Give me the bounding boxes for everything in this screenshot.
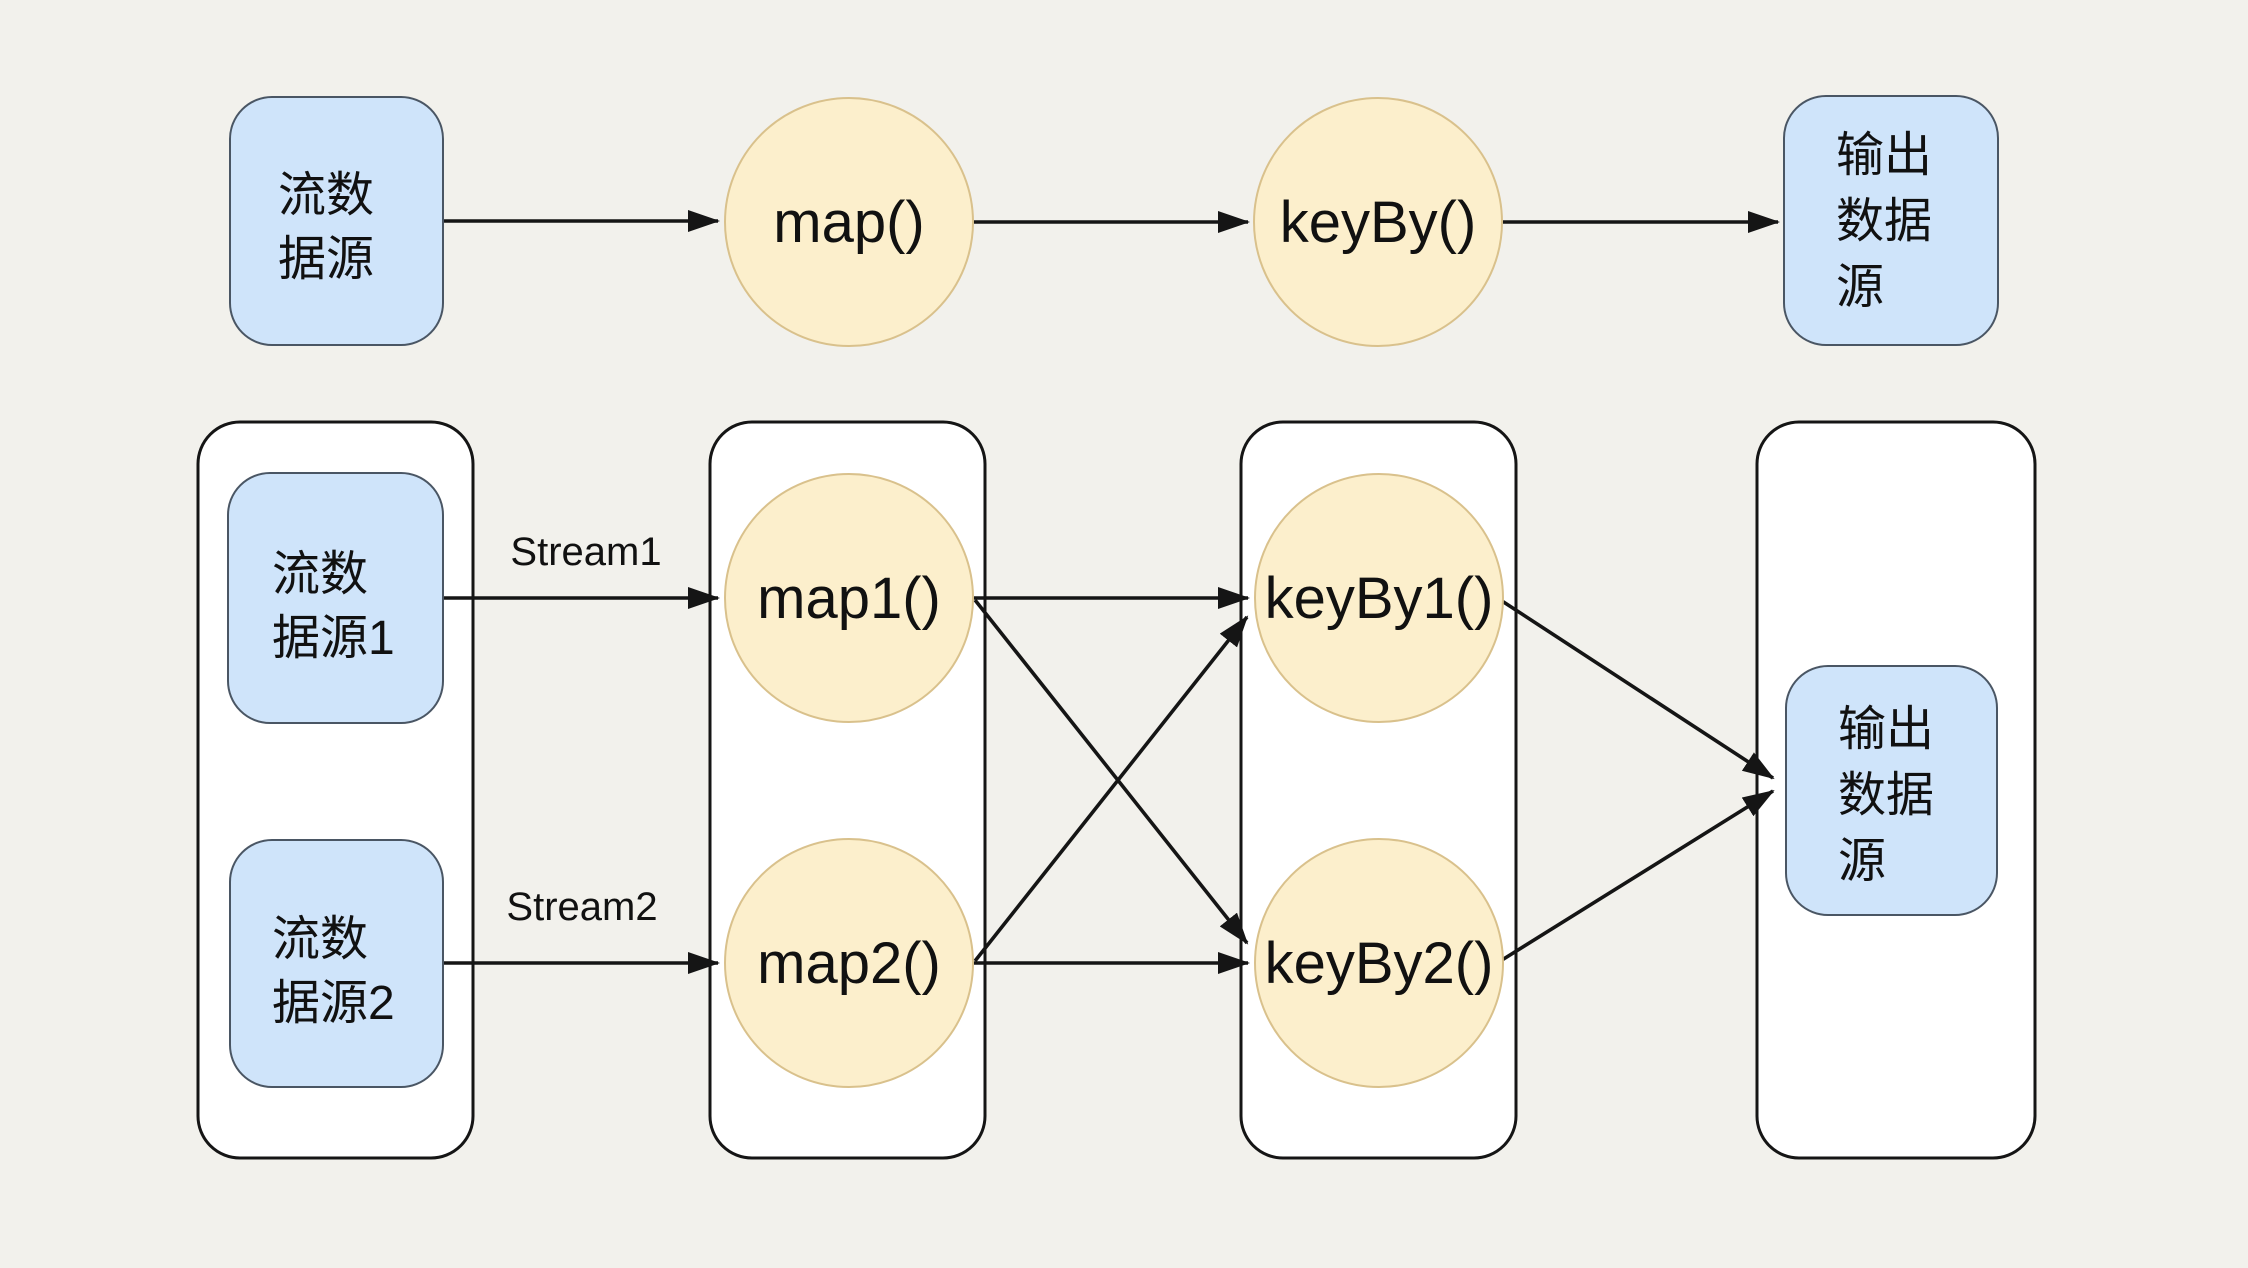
source-node-top-label-line2: 据源 bbox=[278, 233, 374, 286]
stream2-edge-label: Stream2 bbox=[506, 885, 657, 929]
sink-node-top-label-line2: 数据 bbox=[1836, 195, 1932, 248]
map2-label: map2() bbox=[757, 931, 941, 996]
arrow-map2-to-keyby1 bbox=[973, 615, 1249, 963]
sink-node-bottom bbox=[1785, 665, 1998, 916]
map-node-top bbox=[724, 97, 974, 347]
arrow-keyby2-to-sink bbox=[1501, 789, 1775, 962]
map2-node bbox=[724, 838, 974, 1088]
source2-label-line1: 流数 bbox=[272, 913, 368, 966]
keyby-node-top-label: keyBy() bbox=[1280, 190, 1477, 255]
map1-node bbox=[724, 473, 974, 723]
source1-node bbox=[227, 472, 444, 724]
map-node-top-label: map() bbox=[773, 190, 924, 255]
source2-node bbox=[229, 839, 444, 1088]
sink-bottom-label-line2: 数据 bbox=[1838, 769, 1934, 822]
keyby2-node bbox=[1254, 838, 1504, 1088]
map1-label: map1() bbox=[757, 566, 941, 631]
keyby1-label: keyBy1() bbox=[1265, 566, 1494, 631]
source-node-top-label-line1: 流数 bbox=[278, 169, 374, 222]
sink-bottom-label-line1: 输出 bbox=[1838, 703, 1934, 756]
source1-label-line2: 据源1 bbox=[272, 612, 395, 665]
sink-node-top bbox=[1783, 95, 1999, 346]
sink-bottom-label-line3: 源 bbox=[1838, 835, 1886, 888]
stream1-edge-label: Stream1 bbox=[510, 530, 661, 574]
keyby2-label: keyBy2() bbox=[1265, 931, 1494, 996]
sink-node-top-label-line1: 输出 bbox=[1836, 129, 1932, 182]
source2-label-line2: 据源2 bbox=[272, 977, 395, 1030]
source-node-top bbox=[229, 96, 444, 346]
keyby-node-top bbox=[1253, 97, 1503, 347]
sink-node-top-label-line3: 源 bbox=[1836, 261, 1884, 314]
source1-label-line1: 流数 bbox=[272, 548, 368, 601]
arrow-keyby1-to-sink bbox=[1501, 599, 1775, 780]
keyby1-node bbox=[1254, 473, 1504, 723]
arrow-map1-to-keyby2 bbox=[973, 598, 1249, 945]
